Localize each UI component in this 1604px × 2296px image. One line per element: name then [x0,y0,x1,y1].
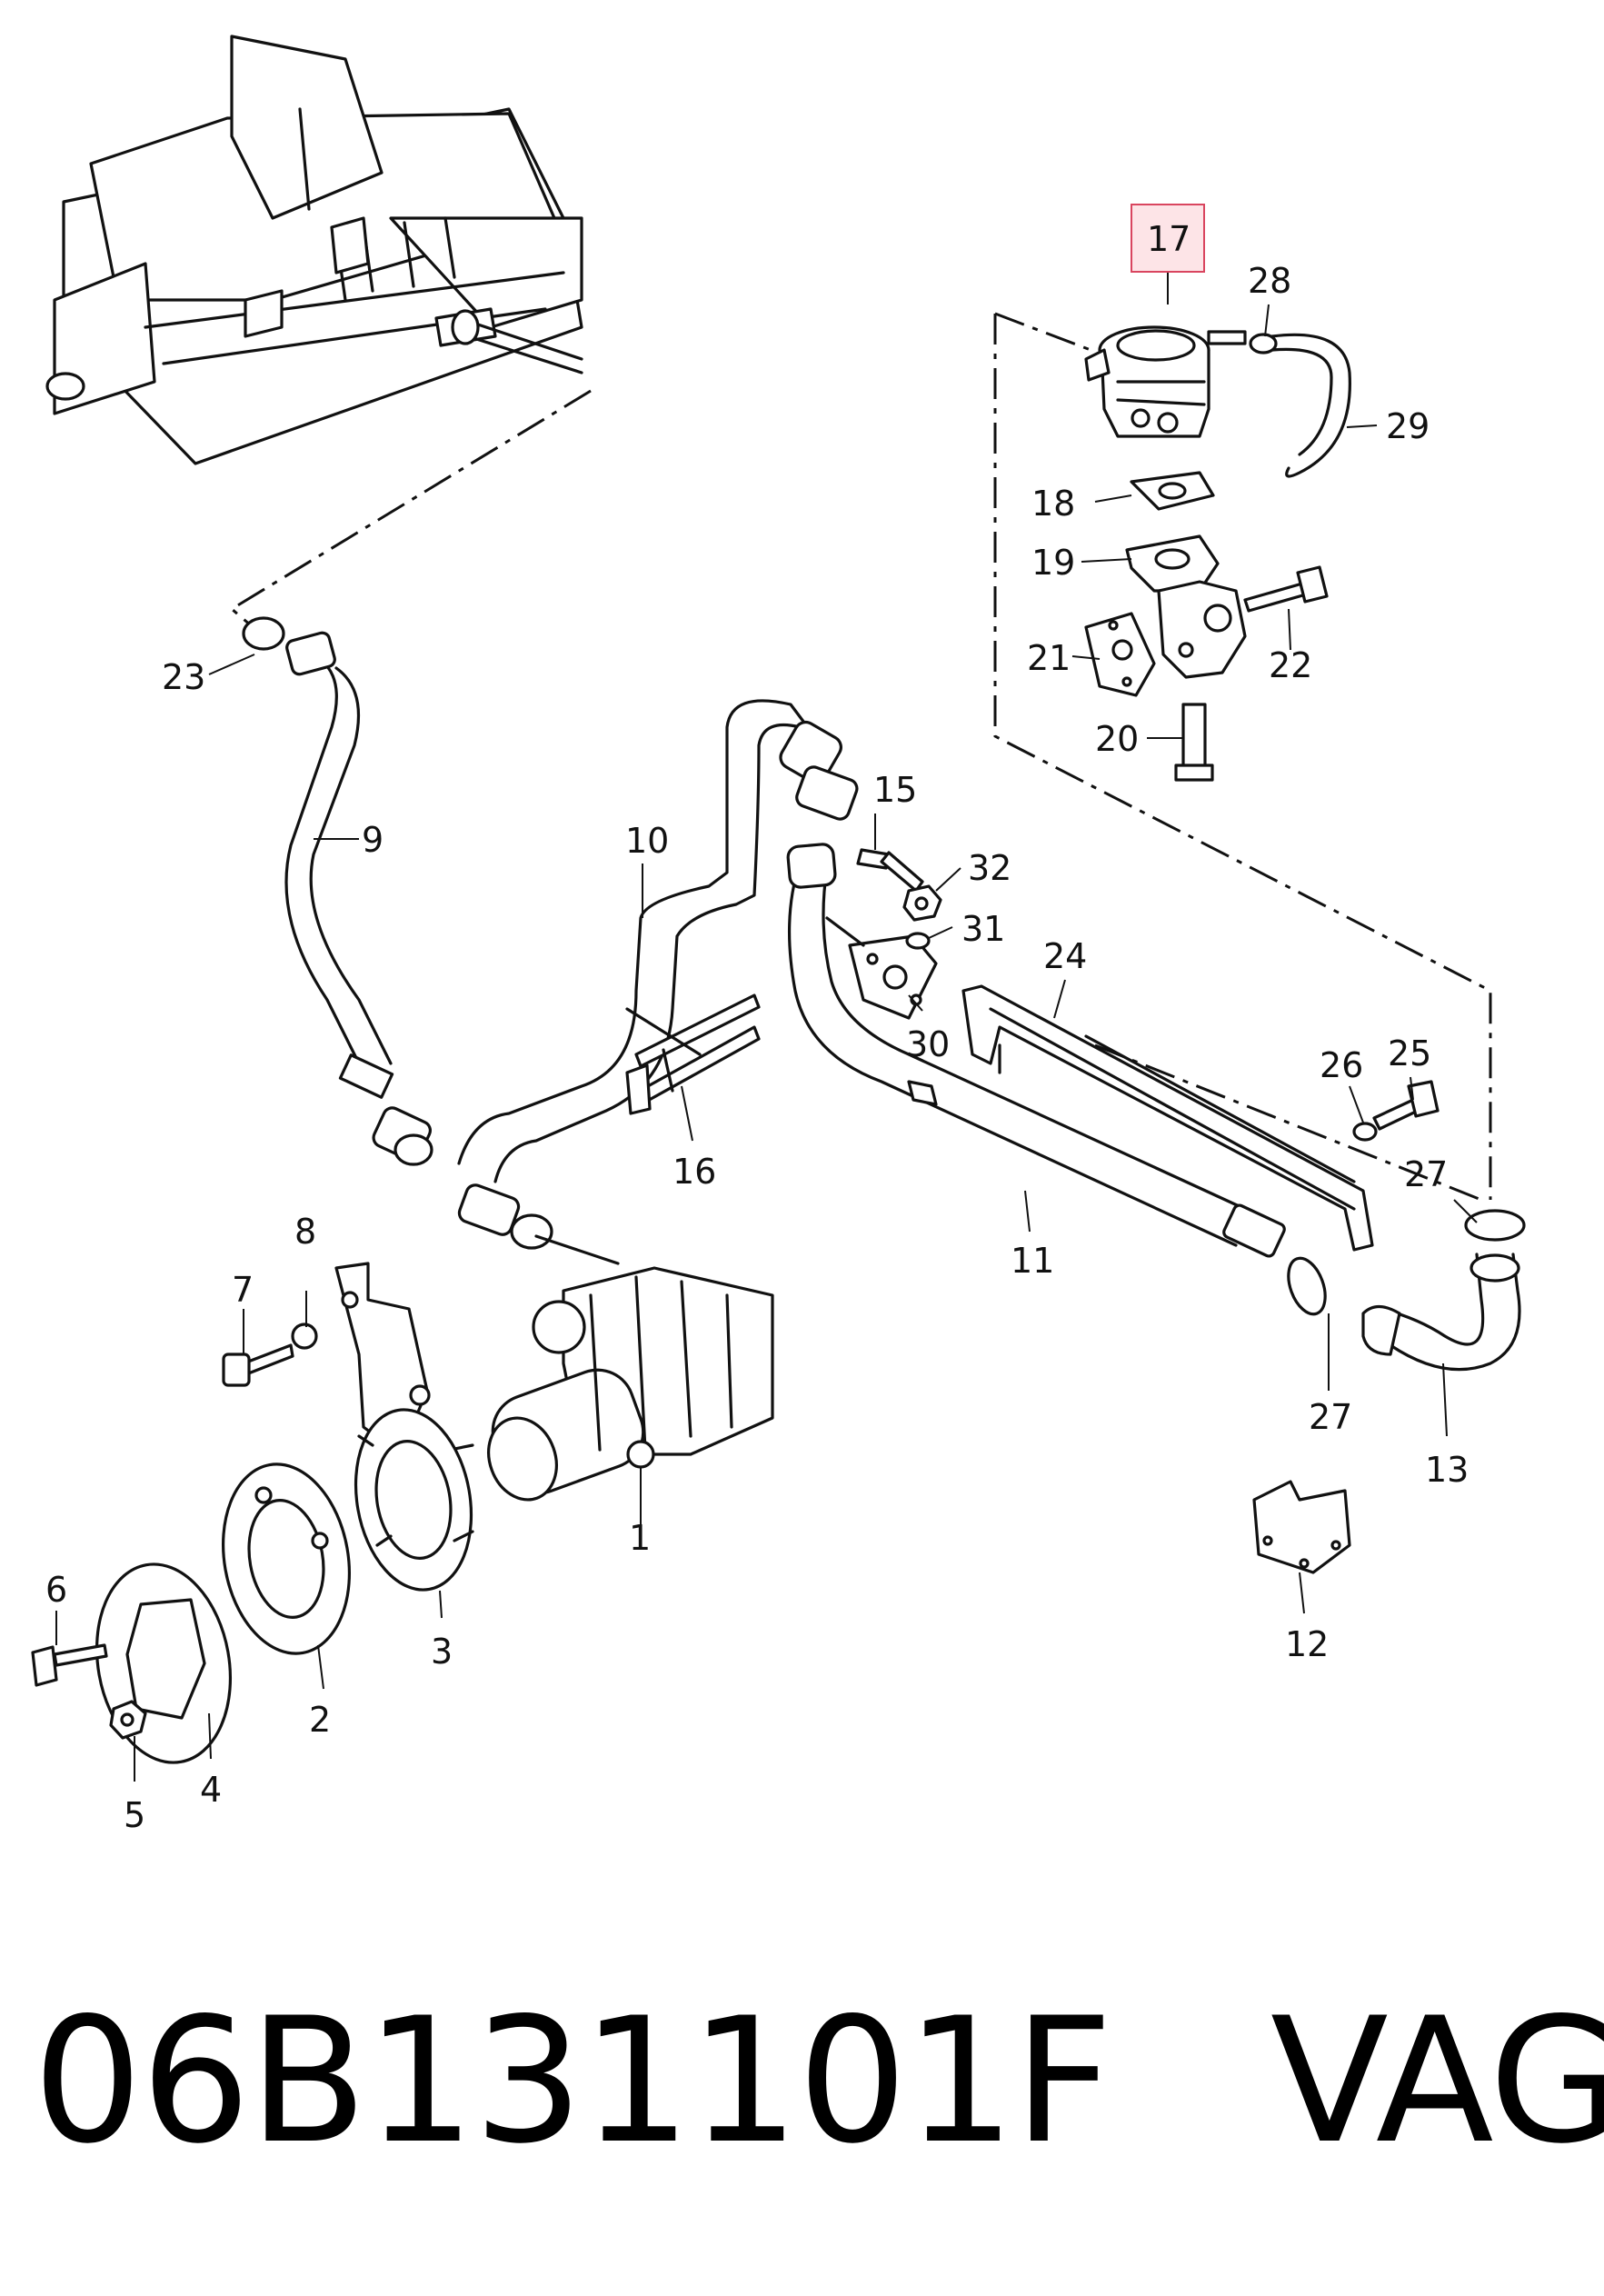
hose-29 [1270,333,1351,478]
callout-27b: 27 [1309,1397,1352,1437]
callout-4: 4 [200,1770,222,1810]
callout-11: 11 [1011,1241,1054,1281]
callout-3: 3 [431,1632,453,1672]
callout-13: 13 [1425,1450,1469,1490]
bracket-16 [625,993,761,1115]
clamp-28 [1249,333,1278,354]
washer-26 [1352,1122,1378,1142]
callout-5: 5 [124,1795,145,1835]
part-number: 06B131101F [33,1981,1113,2181]
pump-bracket [222,1262,431,1456]
hose-13 [1287,1209,1526,1372]
flange-2 [221,1462,352,1655]
pipe-11 [786,843,1286,1258]
leader-lines [55,259,1478,1782]
nut-32 [902,884,942,922]
highlight-box [1131,204,1205,273]
gasket-18 [1130,471,1215,511]
callout-25: 25 [1388,1033,1431,1073]
hose-10 [457,699,859,1250]
callout-17: 17 [1147,219,1191,259]
flange-3 [354,1408,474,1592]
callout-29: 29 [1386,406,1430,446]
callout-9: 9 [362,820,384,860]
air-pump-1 [380,1234,774,1502]
callout-23: 23 [162,657,205,697]
flange-19 [1125,534,1247,679]
callout-32: 32 [968,848,1011,888]
callout-6: 6 [45,1570,67,1610]
bolt-25 [1372,1080,1440,1131]
gasket-21 [1084,612,1156,697]
cover-12 [1252,1480,1351,1574]
callout-18: 18 [1031,484,1075,524]
callout-24: 24 [1043,936,1087,976]
bolt-6 [31,1643,108,1687]
nut-5 [109,1700,147,1740]
callout-16: 16 [672,1152,716,1192]
callout-21: 21 [1027,638,1071,678]
callout-30: 30 [906,1024,950,1064]
callout-19: 19 [1031,543,1075,583]
callout-20: 20 [1095,719,1139,759]
callout-8: 8 [294,1212,316,1252]
callout-labels: 1 2 3 4 5 6 7 8 9 10 11 12 13 15 16 17 1… [45,219,1469,1835]
callout-27a: 27 [1404,1154,1448,1194]
callout-12: 12 [1285,1624,1329,1664]
bolt-20 [1174,703,1214,782]
callout-31: 31 [961,909,1005,949]
brand-name: VAG [1270,1981,1604,2181]
flange-30 [825,916,938,1020]
callout-22: 22 [1269,645,1312,685]
callout-28: 28 [1248,261,1291,301]
reference-lines [229,312,1492,1202]
callout-2: 2 [309,1700,331,1740]
bolt-15 [856,848,924,893]
callout-7: 7 [232,1270,254,1310]
callout-1: 1 [629,1518,651,1558]
bolt-22 [1243,565,1329,613]
hose-9 [242,616,433,1166]
callout-10: 10 [625,821,669,861]
part-number-caption: 06B131101F VAG [33,1995,1604,2168]
heat-shield-24 [961,984,1374,1252]
callout-26: 26 [1320,1045,1363,1085]
flange-4 [95,1562,233,1764]
washer-31 [905,932,931,950]
callout-15: 15 [873,770,917,810]
air-filter-housing [45,35,583,465]
combination-valve-17 [1084,325,1247,438]
